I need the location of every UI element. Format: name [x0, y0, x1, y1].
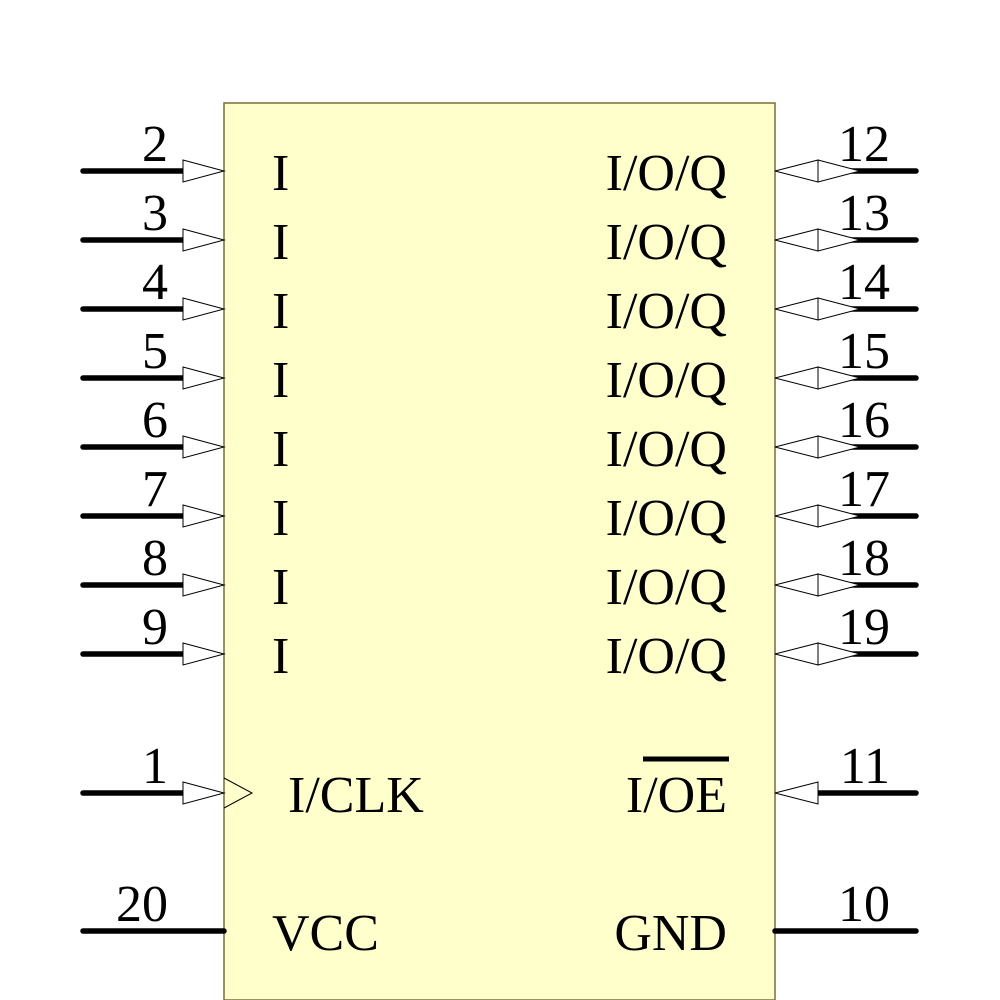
input-arrow-icon — [817, 297, 862, 321]
input-arrow-icon — [182, 366, 226, 390]
signal-label: I/O/Q — [606, 628, 727, 685]
pin-17: 17I/O/Q — [606, 461, 919, 547]
signal-label: I — [272, 559, 289, 616]
signal-label: I/O/Q — [606, 283, 727, 340]
signal-label: I/O/Q — [606, 490, 727, 547]
pin-4: 4I — [80, 254, 289, 340]
input-arrow-icon — [182, 228, 226, 252]
pin-9: 9I — [80, 599, 289, 685]
signal-label: I/O/Q — [606, 559, 727, 616]
signal-label: I — [272, 421, 289, 478]
signal-label: I — [272, 352, 289, 409]
input-arrow-icon — [182, 781, 226, 805]
signal-label: I/O/Q — [606, 352, 727, 409]
pin-3: 3I — [80, 185, 289, 271]
input-arrow-icon — [774, 781, 819, 805]
output-arrow-icon — [774, 366, 819, 390]
pin-16: 16I/O/Q — [606, 392, 919, 478]
output-arrow-icon — [774, 642, 819, 666]
pin-12: 12I/O/Q — [606, 116, 919, 202]
signal-label: I — [272, 145, 289, 202]
pin-number: 19 — [838, 599, 890, 656]
signal-label: I/OE — [626, 767, 727, 824]
pin-5: 5I — [80, 323, 289, 409]
pin-number: 17 — [838, 461, 890, 518]
pin-18: 18I/O/Q — [606, 530, 919, 616]
pin-number: 15 — [838, 323, 890, 380]
output-arrow-icon — [774, 159, 819, 183]
pin-11: 11I/OE — [626, 738, 919, 824]
pin-number: 13 — [838, 185, 890, 242]
input-arrow-icon — [182, 642, 226, 666]
input-arrow-icon — [817, 642, 862, 666]
pin-number: 2 — [142, 116, 168, 173]
output-arrow-icon — [774, 504, 819, 528]
input-arrow-icon — [182, 435, 226, 459]
input-arrow-icon — [182, 573, 226, 597]
signal-label: I — [272, 490, 289, 547]
pin-number: 11 — [840, 738, 890, 795]
signal-label: I/CLK — [288, 767, 424, 824]
signal-label: GND — [614, 905, 727, 962]
right-pins: 12I/O/Q13I/O/Q14I/O/Q15I/O/Q16I/O/Q17I/O… — [606, 116, 919, 962]
signal-label: I/O/Q — [606, 421, 727, 478]
signal-label: VCC — [272, 905, 379, 962]
output-arrow-icon — [774, 228, 819, 252]
pin-15: 15I/O/Q — [606, 323, 919, 409]
output-arrow-icon — [774, 573, 819, 597]
pin-7: 7I — [80, 461, 289, 547]
signal-label: I — [272, 283, 289, 340]
signal-label: I/O/Q — [606, 214, 727, 271]
pin-13: 13I/O/Q — [606, 185, 919, 271]
input-arrow-icon — [817, 504, 862, 528]
signal-label: I — [272, 214, 289, 271]
pin-19: 19I/O/Q — [606, 599, 919, 685]
signal-prefix: I/ — [626, 767, 658, 824]
pin-number: 4 — [142, 254, 168, 311]
pin-number: 1 — [142, 738, 168, 795]
component-body — [223, 102, 776, 1000]
input-arrow-icon — [817, 228, 862, 252]
signal-label: I — [272, 628, 289, 685]
pin-number: 9 — [142, 599, 168, 656]
input-arrow-icon — [817, 435, 862, 459]
pin-number: 20 — [116, 876, 168, 933]
output-arrow-icon — [774, 297, 819, 321]
input-arrow-icon — [817, 573, 862, 597]
pin-8: 8I — [80, 530, 289, 616]
pin-number: 16 — [838, 392, 890, 449]
pin-number: 18 — [838, 530, 890, 587]
pin-number: 8 — [142, 530, 168, 587]
input-arrow-icon — [182, 297, 226, 321]
signal-active-low: OE — [658, 767, 727, 824]
pin-number: 3 — [142, 185, 168, 242]
output-arrow-icon — [774, 435, 819, 459]
pin-1: 1I/CLK — [80, 738, 424, 824]
pin-6: 6I — [80, 392, 289, 478]
pin-number: 12 — [838, 116, 890, 173]
input-arrow-icon — [182, 159, 226, 183]
input-arrow-icon — [817, 159, 862, 183]
input-arrow-icon — [817, 366, 862, 390]
pin-number: 5 — [142, 323, 168, 380]
pin-number: 6 — [142, 392, 168, 449]
clock-triangle-icon — [223, 777, 254, 809]
signal-label: I/O/Q — [606, 145, 727, 202]
pin-number: 10 — [838, 876, 890, 933]
pin-14: 14I/O/Q — [606, 254, 919, 340]
input-arrow-icon — [182, 504, 226, 528]
pin-2: 2I — [80, 116, 289, 202]
pin-number: 7 — [142, 461, 168, 518]
pin-number: 14 — [838, 254, 890, 311]
